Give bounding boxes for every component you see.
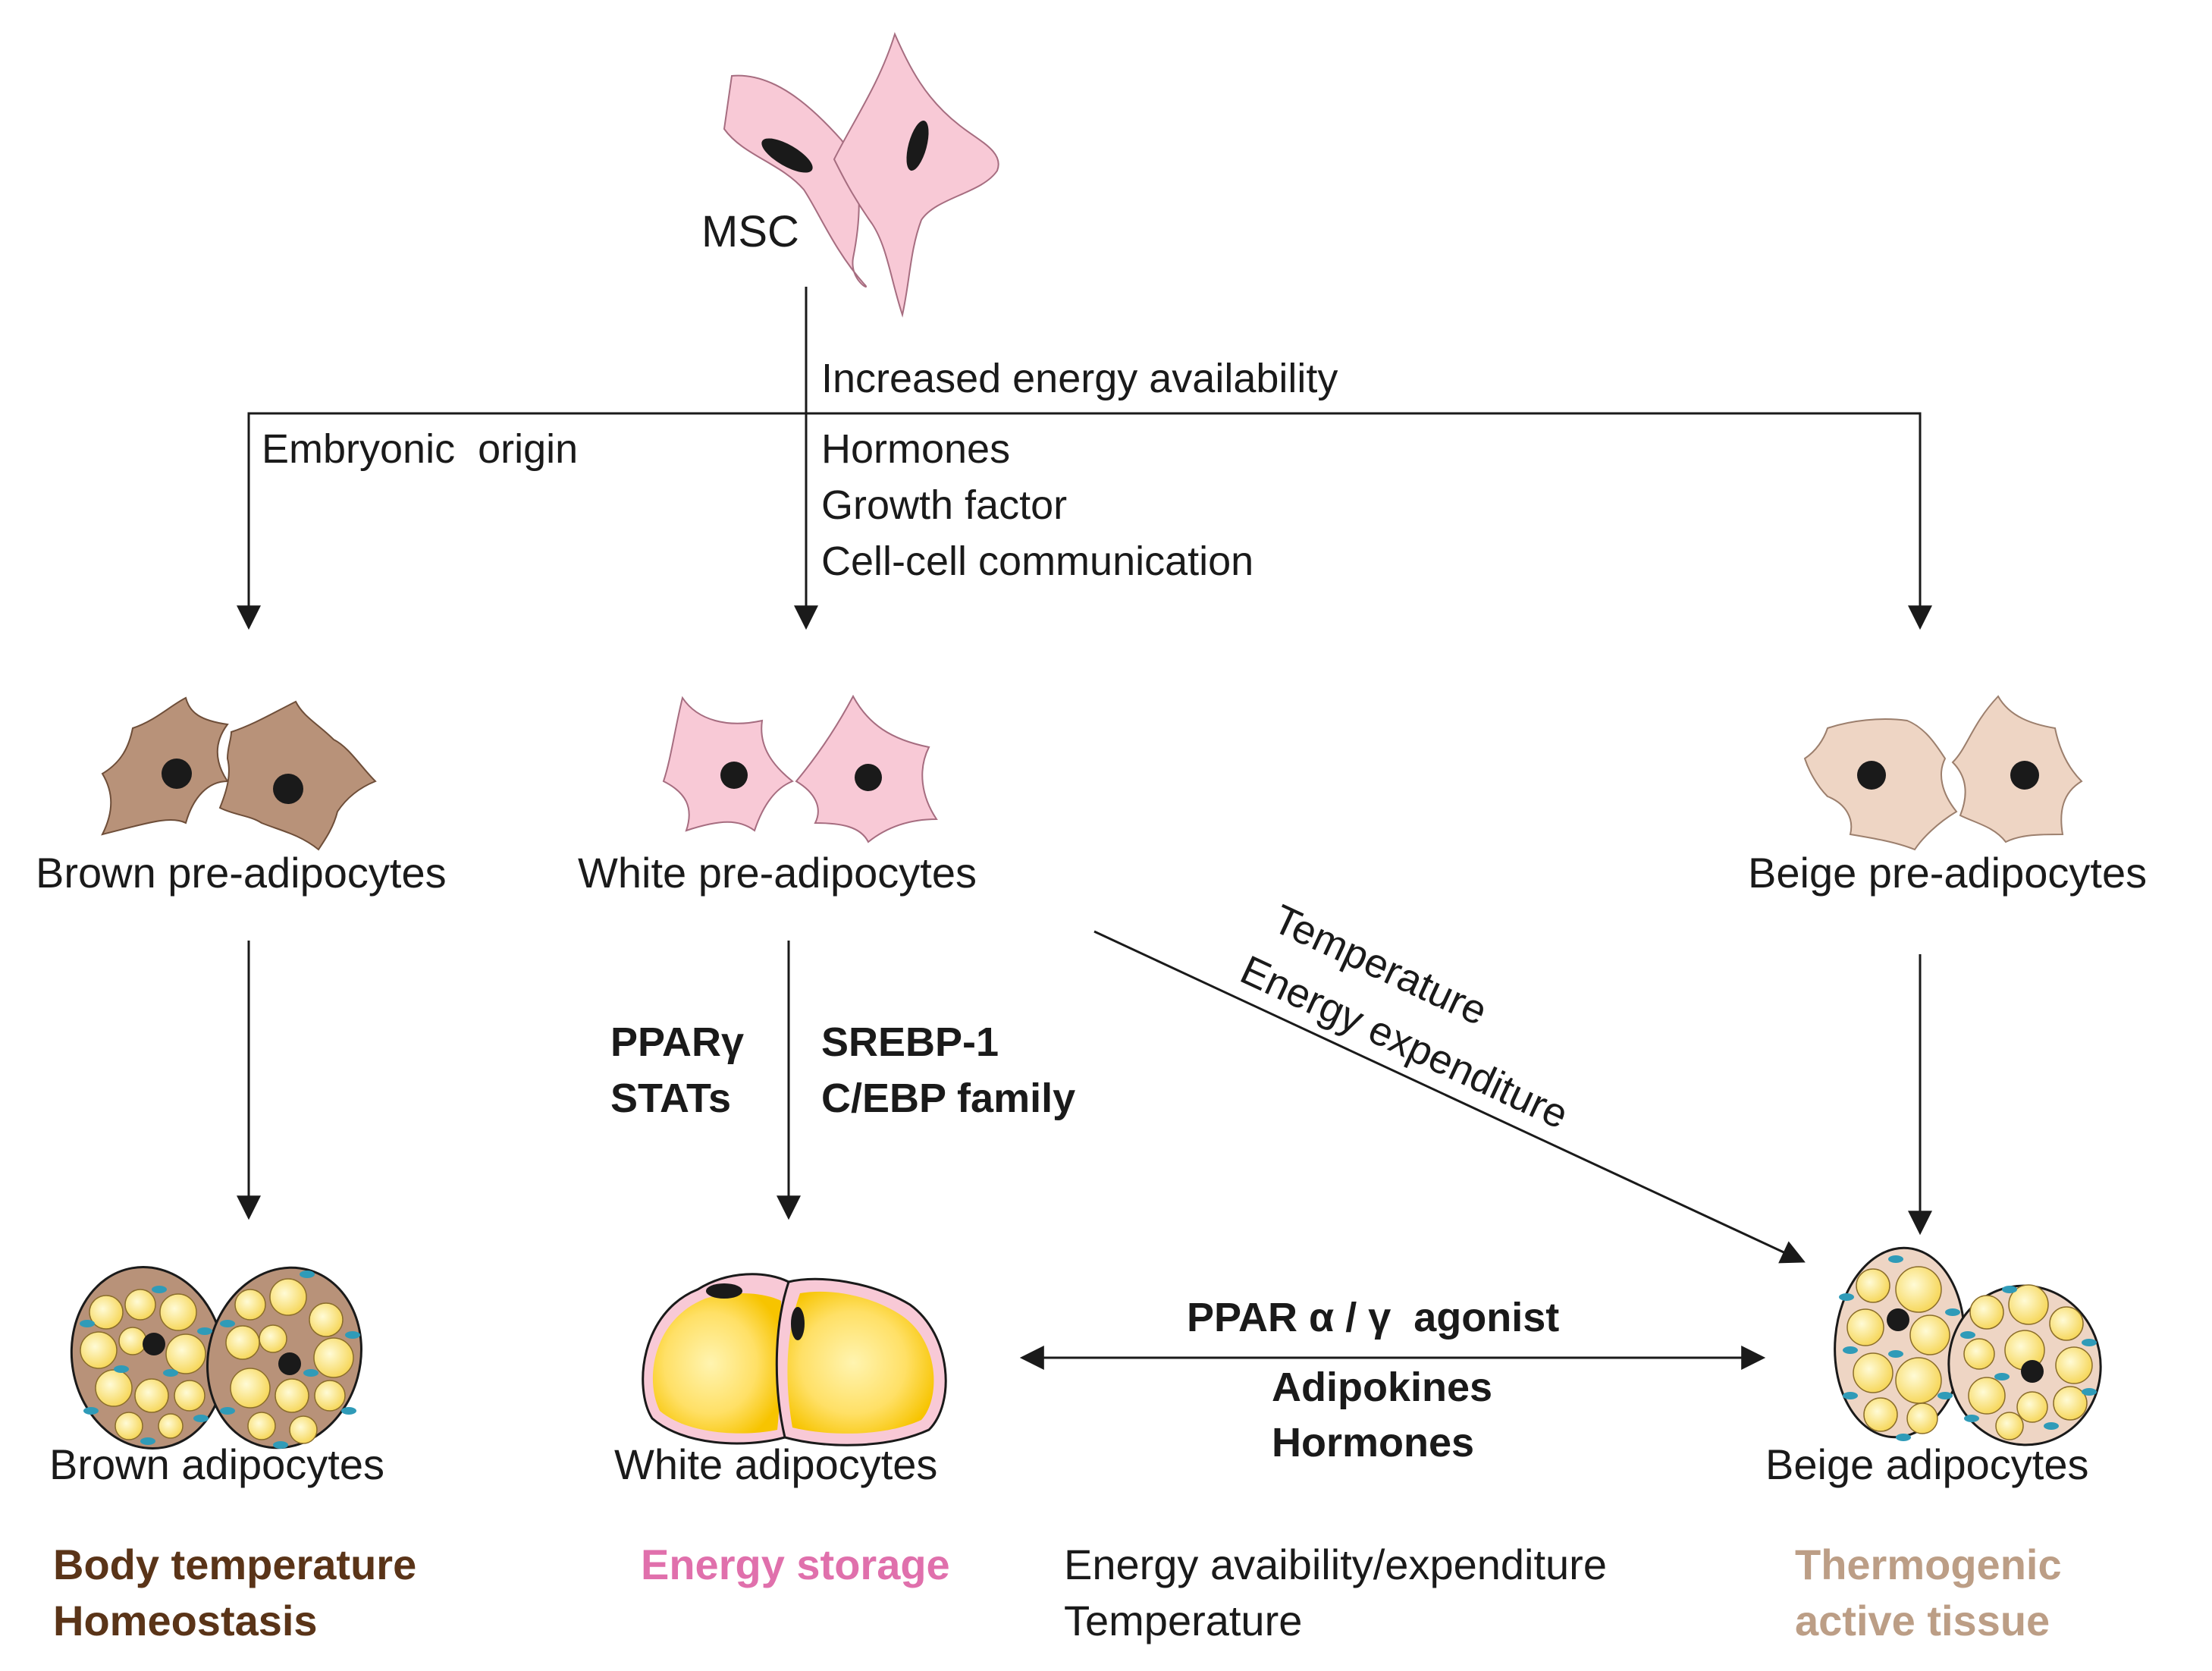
brown-mitochondria [80,1271,360,1449]
middle-arrows [237,930,1932,1370]
white-adipocyte-cells [642,1273,947,1446]
brown-pre-cell-2 [218,700,377,851]
msc-cell-2 [833,32,999,318]
brown-function-2: Homeostasis [53,1597,318,1644]
msc-cell-1 [723,74,867,288]
ppar-gamma-label: PPARγ [610,1019,744,1065]
white-adipocyte-nucleus-2 [791,1307,805,1340]
brown-pre-label: Brown pre-adipocytes [36,849,447,897]
srebp-label: SREBP-1 [821,1019,999,1065]
white-function: Energy storage [641,1541,950,1588]
brown-adipocyte-nucleus-1 [143,1333,165,1355]
msc-cells [723,32,999,318]
embryonic-origin-label: Embryonic origin [262,426,578,472]
white-pre-nucleus-2 [855,764,882,791]
brown-pre-nucleus-1 [162,759,192,789]
beige-adipocyte-1 [1834,1246,1966,1439]
white-adipocyte-nucleus-1 [706,1283,742,1299]
beige-function-1: Thermogenic [1795,1541,2062,1588]
white-fat-1 [652,1293,781,1434]
brown-adipocyte-nucleus-2 [278,1352,301,1375]
beige-mitochondria [1839,1255,2097,1441]
white-preadipocyte-cells [662,694,938,843]
msc-nucleus-1 [761,138,813,173]
beige-pre-nucleus-2 [2010,761,2039,790]
growth-factor-label: Growth factor [821,482,1067,528]
beige-lipid-droplets [1846,1266,2093,1440]
temperature-bottom-label: Temperature [1064,1597,1302,1644]
brown-adipocytes-label: Brown adipocytes [49,1440,384,1488]
beige-adipocyte-cells [1834,1246,2102,1446]
cell-cell-label: Cell-cell communication [821,539,1253,584]
beige-adipocytes-label: Beige adipocytes [1765,1440,2089,1488]
brown-preadipocyte-cells [101,696,377,851]
brown-adipocyte-cells [70,1266,362,1450]
beige-adipocyte-nucleus-1 [1887,1308,1909,1331]
beige-preadipocyte-cells [1803,695,2083,851]
white-adipocytes-label: White adipocytes [614,1440,937,1488]
brown-function-1: Body temperature [53,1541,416,1588]
white-pre-nucleus-1 [720,762,748,789]
brown-pre-nucleus-2 [273,774,303,804]
white-pre-label: White pre-adipocytes [578,849,977,897]
msc-label: MSC [701,207,799,256]
ppar-agonist-label: PPAR α / γ agonist [1187,1295,1559,1340]
hormones-label: Hormones [821,426,1010,472]
beige-adipocyte-nucleus-2 [2021,1360,2044,1383]
browning-arrow [1093,930,1806,1264]
adipokines-label: Adipokines [1272,1365,1492,1410]
cebp-label: C/EBP family [821,1076,1075,1121]
beige-function-2: active tissue [1795,1597,2050,1644]
stats-label: STATs [610,1076,731,1121]
beige-pre-nucleus-1 [1857,761,1886,790]
branch-lines [237,287,1932,630]
horizontal-branch [237,412,1932,630]
msc-nucleus-2 [906,121,929,171]
beige-pre-label: Beige pre-adipocytes [1748,849,2147,897]
white-fat-2 [787,1291,934,1434]
hormones-bold-label: Hormones [1272,1420,1474,1465]
brown-lipid-droplets [80,1278,354,1444]
energy-avail-exp-label: Energy avaibility/expenditure [1064,1541,1607,1588]
increased-energy-label: Increased energy availability [821,356,1338,401]
